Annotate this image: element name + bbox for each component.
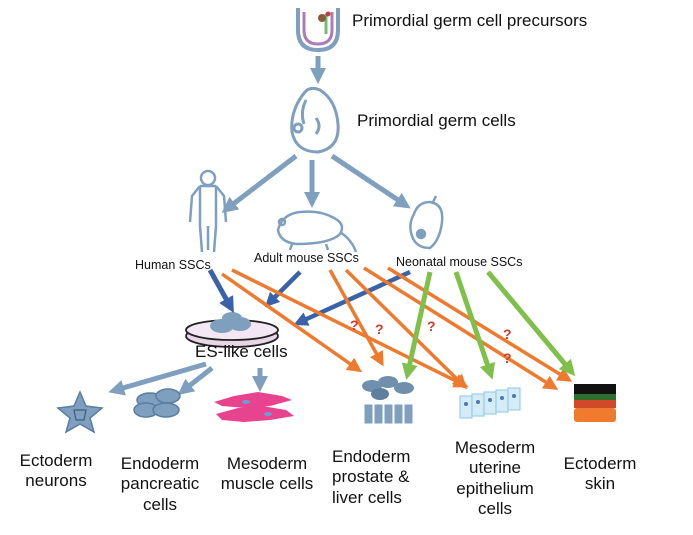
label-mesoderm-uterine: Mesoderm uterine epithelium cells: [445, 438, 545, 520]
muscle-cells-icon: [214, 392, 294, 422]
prostate-liver-cells-icon: [362, 376, 414, 425]
arrow-adult-to-es: [264, 270, 302, 308]
question-mark: ?: [427, 318, 436, 334]
question-mark: ?: [350, 317, 359, 333]
label-adult-mouse-sscs: Adult mouse SSCs: [254, 251, 359, 265]
label-line: neurons: [25, 471, 87, 491]
adult-mouse-icon: [276, 210, 358, 253]
arrow-adult-to-skin: [363, 266, 559, 390]
label-line: Mesoderm: [226, 454, 308, 473]
arrow-es-to-pancreatic: [177, 366, 214, 395]
human-figure-icon: [188, 169, 228, 253]
pancreatic-cells-icon: [133, 388, 181, 418]
petri-dish-icon: [185, 312, 279, 348]
label-line: muscle cells: [220, 474, 314, 494]
label-line: Ectoderm: [563, 454, 637, 473]
label-endoderm-prostate-liver: Endoderm prostate & liver cells: [332, 447, 422, 508]
label-line: pancreatic: [120, 474, 200, 494]
label-line: Endoderm: [120, 454, 200, 473]
label-mesoderm-muscle: Mesoderm muscle cells: [212, 454, 322, 495]
arrow-human-to-uterine: [231, 268, 469, 388]
arrow-neonatal-to-prostate: [401, 271, 433, 380]
arrow-adult-to-prostate: [328, 269, 384, 367]
label-line: Ectoderm: [19, 451, 93, 470]
pgc-embryo-icon: [290, 86, 340, 154]
label-line: cells: [142, 494, 177, 514]
label-line: uterine: [469, 458, 521, 478]
neonatal-mouse-icon: [409, 195, 444, 250]
label-es-like-cells: ES-like cells: [195, 342, 288, 361]
label-ectoderm-neurons: Ectoderm neurons: [11, 451, 101, 492]
label-human-sscs: Human SSCs: [135, 258, 211, 272]
label-pgc: Primordial germ cells: [357, 111, 516, 130]
uterine-epithelium-icon: [459, 387, 521, 419]
green-arrows: [401, 270, 576, 380]
question-marks: ? ? ? ? ?: [350, 317, 512, 366]
neuron-icon: [56, 390, 104, 434]
label-line: Endoderm: [332, 447, 411, 466]
arrow-neonatal-to-skin-green: [486, 270, 576, 377]
label-line: epithelium: [456, 478, 534, 498]
label-line: Mesoderm: [454, 438, 536, 457]
question-mark: ?: [503, 350, 512, 366]
arrow-human-to-es: [207, 268, 234, 313]
label-line: liver cells: [332, 487, 402, 507]
arrow-pgc-to-human: [221, 154, 298, 213]
label-line: prostate &: [332, 467, 410, 487]
arrow-human-to-prostate: [220, 272, 363, 373]
label-line: skin: [584, 474, 616, 494]
arrow-pgc-to-neonatal-mouse: [330, 153, 411, 209]
label-ectoderm-skin: Ectoderm skin: [555, 454, 645, 495]
question-mark: ?: [375, 321, 384, 337]
label-neonatal-mouse-sscs: Neonatal mouse SSCs: [396, 255, 523, 269]
arrow-neonatal-to-uterine: [453, 271, 495, 380]
orange-arrows: [220, 266, 573, 390]
arrow-adult-to-uterine: [344, 268, 468, 390]
label-line: cells: [477, 499, 512, 519]
arrow-es-to-neurons: [108, 361, 207, 396]
skin-layers-icon: [574, 384, 616, 422]
label-pgc-precursors: Primordial germ cell precursors: [352, 11, 588, 30]
question-mark: ?: [503, 326, 512, 342]
arrow-neonatal-to-skin: [387, 266, 573, 382]
label-endoderm-pancreatic: Endoderm pancreatic cells: [113, 454, 207, 515]
pgc-precursor-icon: [296, 8, 340, 53]
